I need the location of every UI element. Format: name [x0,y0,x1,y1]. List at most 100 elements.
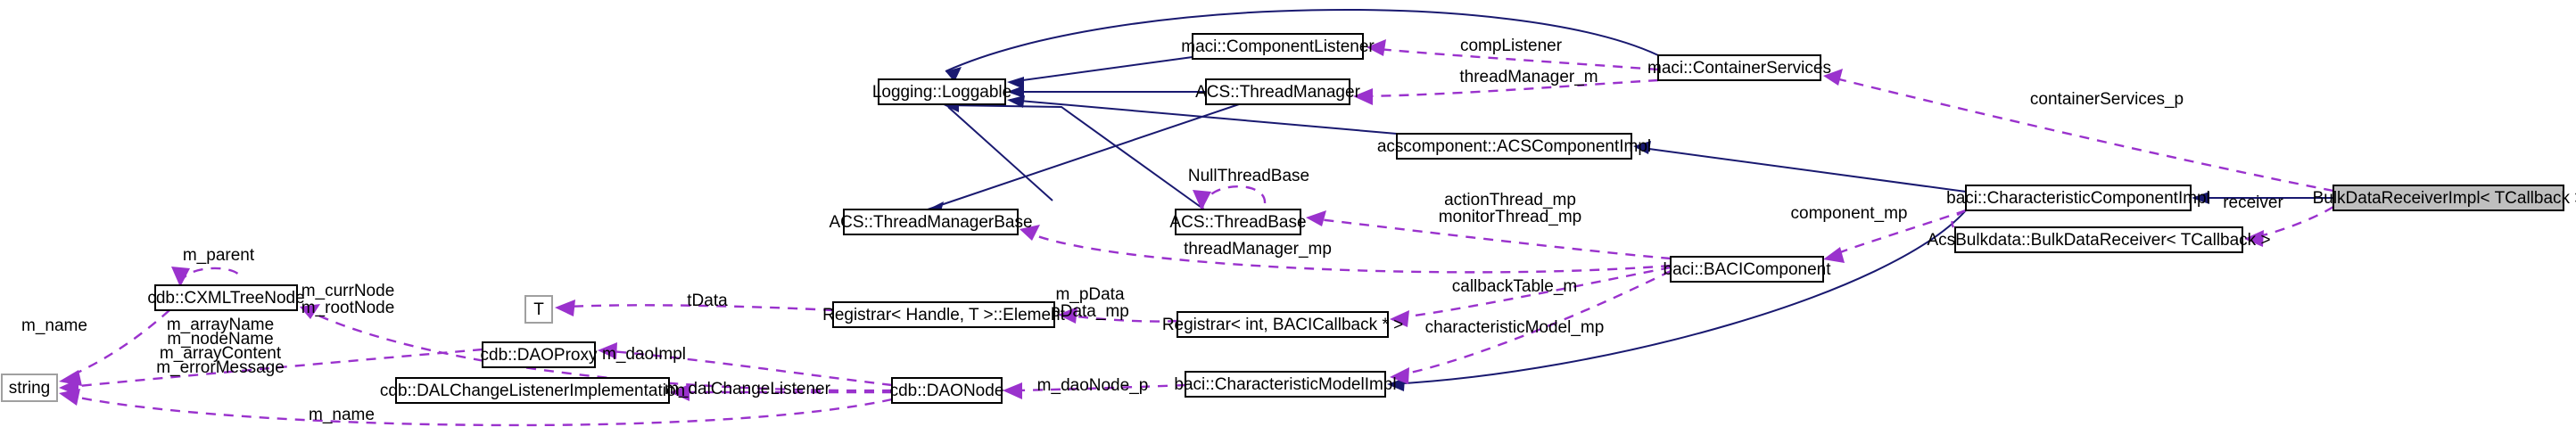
node-box-threadManager[interactable] [1205,78,1350,105]
edge-containerservices-loggable [945,9,1659,72]
edge-label-m-currNode: m_currNode [301,282,395,300]
node-daoProxy[interactable]: cdb::DAOProxy [481,341,598,368]
node-characteristicComponentImpl[interactable]: baci::CharacteristicComponentImpl [1946,185,2210,211]
edge-label-m-rootNode: m_rootNode [301,299,395,317]
arrow-componentlistener-loggable [1007,77,1024,89]
arrow-complistener [1366,39,1386,56]
inheritance-edges [926,9,2333,391]
association-edges [59,39,2334,427]
edge-component-mp [1829,209,1967,259]
node-box-threadBase[interactable] [1175,209,1301,235]
node-label-acsComponentImpl: acscomponent::ACSComponentImpl [1377,137,1651,156]
node-box-string[interactable] [1,374,58,402]
edge-threadmanagerbase-loggable [927,103,1240,210]
node-label-threadBase: ACS::ThreadBase [1169,213,1306,232]
edge-m-parent-selfloop [179,267,243,284]
node-registrarBaciCallback[interactable]: Registrar< int, BACICallback * > [1162,311,1403,338]
node-label-registrarBaciCallback: Registrar< int, BACICallback * > [1162,316,1403,334]
node-box-loggable[interactable] [878,78,1006,105]
arrow-callbacktable-m [1390,310,1409,327]
edge-label-m-errorMessage: m_errorMessage [156,358,285,377]
edge-pdata-mp [1068,314,1178,323]
arrow-characteristicmodel-mp [1390,367,1409,384]
edge-componentlistener-loggable [1009,56,1193,83]
node-box-dalChangeListenerImpl[interactable] [395,377,670,404]
node-threadManagerBase[interactable]: ACS::ThreadManagerBase [829,209,1033,235]
node-characteristicModelImpl[interactable]: baci::CharacteristicModelImpl [1174,371,1397,398]
edge-label-threadManager-m: threadManager_m [1459,68,1598,86]
edge-label-m-arrayContent: m_arrayContent [160,344,282,363]
edge-threadmanager-mp [1029,232,1672,274]
arrow-component-mp [1823,247,1845,263]
edge-label-m-daoImpl: m_daoImpl [602,345,686,364]
node-acsComponentImpl[interactable]: acscomponent::ACSComponentImpl [1377,133,1651,160]
node-box-componentListener[interactable] [1192,33,1364,60]
node-box-characteristicComponentImpl[interactable] [1965,185,2192,211]
node-label-daoProxy: cdb::DAOProxy [481,346,598,365]
arrow-charcompimpl-acscomponentimpl [1633,141,1651,154]
node-label-containerServices: maci::ContainerServices [1647,59,1831,78]
edge-labels-layer: compListener threadManager_m containerSe… [21,37,2283,424]
node-box-registrarElement[interactable] [832,301,1055,328]
node-baciComponent[interactable]: baci::BACIComponent [1664,256,1832,283]
edge-label-m-nodeName: m_nodeName [167,330,273,349]
node-containerServices[interactable]: maci::ContainerServices [1647,54,1831,81]
arrow-threadmanager-loggable [1007,86,1024,98]
node-templateT[interactable]: T [524,295,553,324]
node-box-containerServices[interactable] [1657,54,1821,81]
node-bulkDataReceiverImpl[interactable]: BulkDataReceiverImpl< TCallback > [2313,185,2576,211]
node-box-templateT[interactable] [524,295,553,324]
edge-m-daonode-p [1014,383,1186,392]
edge-threadmanager-m [1364,78,1659,98]
node-box-bulkDataReceiverImpl[interactable] [2332,185,2564,211]
node-label-daoNode: cdb::DAONode [890,382,1004,400]
arrow-receiver [2244,230,2264,247]
node-label-baciComponent: baci::BACIComponent [1664,260,1832,279]
node-label-loggable: Logging::Loggable [872,83,1011,102]
node-box-baciComponent[interactable] [1670,256,1824,283]
edge-label-nullThreadBase: NullThreadBase [1188,167,1309,185]
node-box-threadManagerBase[interactable] [843,209,1019,235]
node-box-bulkDataReceiver[interactable] [1954,226,2243,253]
node-dalChangeListenerImpl[interactable]: cdb::DALChangeListenerImplementation [380,377,685,404]
edge-label-threadManager-mp: threadManager_mp [1184,240,1332,259]
node-registrarElement[interactable]: Registrar< Handle, T >::Element [822,301,1066,328]
edge-tdata [566,304,834,312]
node-loggable[interactable]: Logging::Loggable [872,78,1011,105]
arrow-m-name-bottom [59,389,80,406]
node-box-daoNode[interactable] [891,377,1003,404]
node-box-cxmlTreeNode[interactable] [154,284,298,311]
node-box-acsComponentImpl[interactable] [1396,133,1632,160]
edge-label-m-pData: m_pData [1055,285,1125,304]
edge-label-pData-mp: pData_mp [1051,302,1129,321]
node-string[interactable]: string [1,374,58,402]
node-label-threadManagerBase: ACS::ThreadManagerBase [829,213,1032,232]
edge-complistener [1377,47,1659,71]
node-label-characteristicComponentImpl: baci::CharacteristicComponentImpl [1946,189,2210,208]
edge-charcompimpl-acscomponentimpl [1635,146,1967,193]
node-componentListener[interactable]: maci::ComponentListener [1181,33,1375,60]
arrow-pdata-mp [1058,307,1077,324]
edge-label-containerServices-p: containerServices_p [2030,90,2184,109]
edge-label-component-mp: component_mp [1791,204,1908,223]
node-box-registrarBaciCallback[interactable] [1177,311,1389,338]
arrow-acscomponentimpl-loggable [1007,95,1025,108]
arrow-threadmanager-m [1353,88,1373,105]
node-box-daoProxy[interactable] [482,341,596,368]
node-daoNode[interactable]: cdb::DAONode [890,377,1004,404]
node-bulkDataReceiver[interactable]: AcsBulkdata::BulkDataReceiver< TCallback… [1927,226,2271,253]
node-threadManager[interactable]: ACS::ThreadManager [1195,78,1361,105]
arrow-charcompimpl-charmodelimpl [1387,378,1405,391]
node-box-characteristicModelImpl[interactable] [1185,371,1386,398]
node-label-registrarElement: Registrar< Handle, T >::Element [822,306,1065,324]
node-label-dalChangeListenerImpl: cdb::DALChangeListenerImplementation [380,382,685,400]
edge-label-m-daoNode-p: m_daoNode_p [1037,376,1149,395]
node-threadBase[interactable]: ACS::ThreadBase [1169,209,1307,235]
arrow-m-currnode [300,304,320,319]
edge-daoproxy-string [69,348,483,389]
edge-label-m-parent: m_parent [183,246,255,265]
node-cxmlTreeNode[interactable]: cdb::CXMLTreeNode [147,284,305,311]
arrow-containerservices-p [1823,69,1843,86]
arrow-tdata [555,300,575,316]
